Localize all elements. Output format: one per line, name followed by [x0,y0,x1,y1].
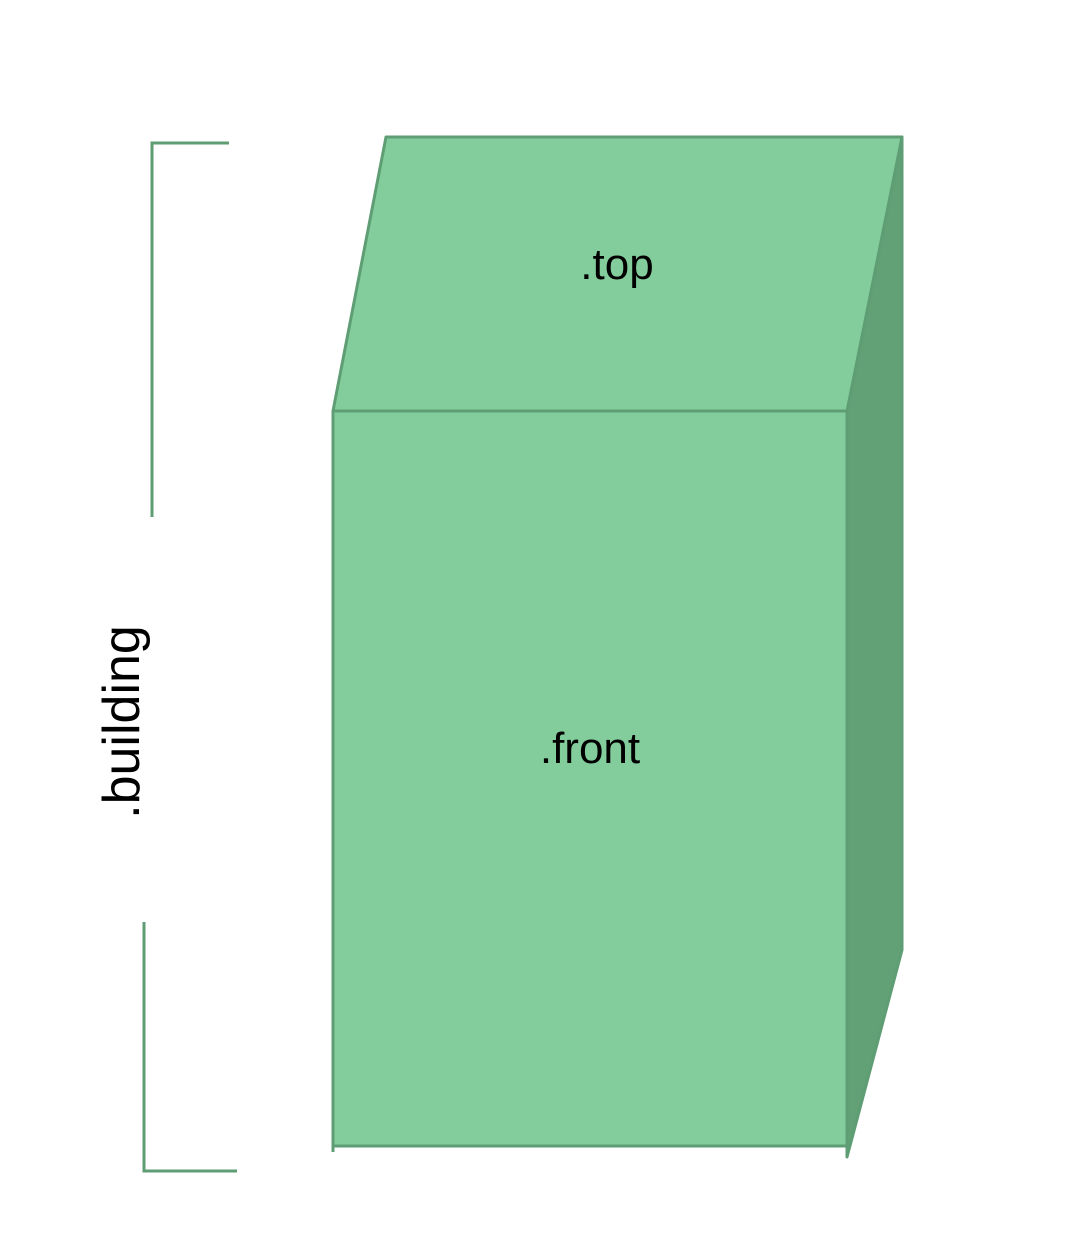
building-bracket-top [150,141,229,517]
front-label: .front [540,724,640,773]
building-label: .building [93,625,151,819]
front-face [331,409,849,1148]
top-label: .top [580,240,653,289]
building-bracket-bottom [142,922,237,1173]
